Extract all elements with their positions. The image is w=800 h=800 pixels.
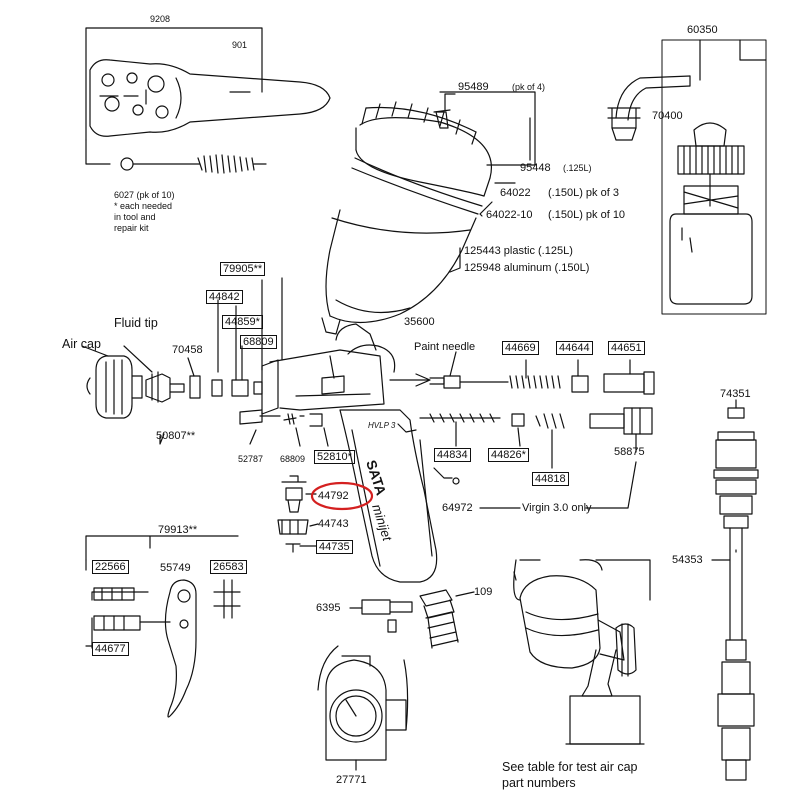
- gun-hvlp-mark: HVLP 3: [368, 421, 396, 430]
- label-44842: 44842: [206, 290, 243, 304]
- trigger-assembly: [85, 535, 241, 718]
- label-95448: 95448: [520, 162, 551, 174]
- label-901: 901: [232, 40, 248, 50]
- pressure-gauge: [317, 645, 409, 771]
- label-60350: 60350: [687, 24, 718, 36]
- label-fluid-tip: Fluid tip: [114, 316, 158, 330]
- highlight-ring: [310, 481, 374, 511]
- paint-cup: [321, 101, 492, 335]
- label-6395: 6395: [316, 602, 341, 614]
- brush-note-3: in tool and: [114, 212, 156, 222]
- label-50807: 50807**: [156, 430, 196, 442]
- label-64972: 64972: [442, 502, 473, 514]
- label-44859: 44859*: [222, 315, 263, 329]
- label-35600: 35600: [404, 316, 435, 328]
- air-hose: [713, 399, 759, 781]
- label-95489: 95489: [458, 81, 489, 93]
- label-27771: 27771: [336, 774, 367, 786]
- label-125948: 125948 aluminum (.150L): [464, 262, 590, 274]
- label-58875: 58875: [614, 446, 645, 458]
- label-paint-needle: Paint needle: [414, 341, 476, 353]
- gun-brand: SATA: [363, 458, 389, 497]
- air-inlet: [349, 589, 475, 649]
- label-44735: 44735: [316, 540, 353, 554]
- label-44677: 44677: [92, 642, 129, 656]
- wrench-tool: [85, 27, 331, 141]
- label-64022: 64022: [500, 187, 531, 199]
- label-44826: 44826*: [488, 448, 529, 462]
- label-44669: 44669: [502, 341, 539, 355]
- label-55749: 55749: [160, 562, 191, 574]
- label-125443: 125443 plastic (.125L): [464, 245, 573, 257]
- brush-note-1: 6027 (pk of 10): [114, 190, 175, 200]
- virgin-note: Virgin 3.0 only: [522, 502, 592, 514]
- label-68809b: 68809: [280, 454, 306, 464]
- brush-note-2: * each needed: [114, 201, 173, 211]
- label-64022-note: (.150L) pk of 3: [548, 187, 619, 199]
- label-44818: 44818: [532, 472, 569, 486]
- label-52810: 52810*: [314, 450, 355, 464]
- gun-model: minijet: [369, 502, 395, 544]
- label-52787: 52787: [238, 454, 264, 464]
- label-109: 109: [474, 586, 493, 598]
- label-44651: 44651: [608, 341, 645, 355]
- label-44743: 44743: [318, 518, 349, 530]
- label-70458: 70458: [172, 344, 203, 356]
- label-74351: 74351: [720, 388, 751, 400]
- valve-assembly: [277, 475, 319, 553]
- air-cap-assembly: [86, 355, 263, 419]
- label-68809: 68809: [240, 335, 277, 349]
- label-70400: 70400: [652, 110, 683, 122]
- spray-gun-body: [239, 323, 460, 583]
- label-air-cap: Air cap: [62, 337, 101, 351]
- test-note-2: part numbers: [502, 776, 576, 790]
- cleaning-brush: [85, 139, 267, 174]
- reservoir-bottle: [607, 39, 767, 315]
- label-44792: 44792: [318, 490, 349, 502]
- label-22566: 22566: [92, 560, 129, 574]
- label-44644: 44644: [556, 341, 593, 355]
- label-95489-note: (pk of 4): [512, 82, 546, 92]
- label-64022-10-note: (.150L) pk of 10: [548, 209, 626, 221]
- label-95448-note: (.125L): [563, 163, 592, 173]
- label-79905: 79905**: [220, 262, 266, 276]
- label-54353: 54353: [672, 554, 703, 566]
- label-79913: 79913**: [158, 524, 198, 536]
- label-44834: 44834: [434, 448, 471, 462]
- test-note-1: See table for test air cap: [502, 760, 638, 774]
- label-64022-10: 64022-10: [486, 209, 533, 221]
- label-9208: 9208: [150, 14, 171, 24]
- label-26583: 26583: [210, 560, 247, 574]
- test-air-cap: [513, 559, 651, 745]
- paint-needle-assembly: [389, 371, 655, 435]
- brush-note-4: repair kit: [114, 223, 149, 233]
